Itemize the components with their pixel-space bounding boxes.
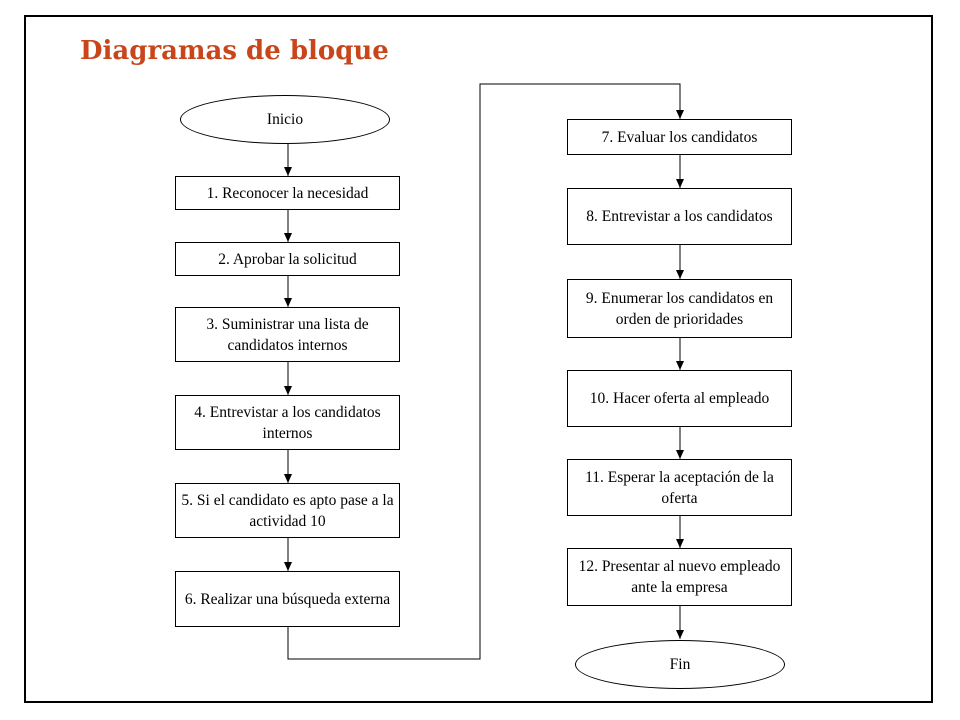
- step-3-box: 3. Suministrar una lista de candidatos i…: [175, 307, 400, 362]
- step-12-box: 12. Presentar al nuevo empleado ante la …: [567, 548, 792, 606]
- slide-frame: [24, 15, 933, 703]
- step-2-box: 2. Aprobar la solicitud: [175, 242, 400, 276]
- step-1-box: 1. Reconocer la necesidad: [175, 176, 400, 210]
- step-4-box: 4. Entrevistar a los candidatos internos: [175, 395, 400, 450]
- step-8-box: 8. Entrevistar a los candidatos: [567, 188, 792, 245]
- end-node: Fin: [575, 640, 785, 689]
- step-7-box: 7. Evaluar los candidatos: [567, 119, 792, 155]
- step-11-box: 11. Esperar la aceptación de la oferta: [567, 459, 792, 516]
- step-9-box: 9. Enumerar los candidatos en orden de p…: [567, 279, 792, 338]
- step-6-box: 6. Realizar una búsqueda externa: [175, 571, 400, 627]
- connector-step-6-to-step-7: [287, 83, 684, 660]
- start-node: Inicio: [180, 95, 390, 144]
- step-10-box: 10. Hacer oferta al empleado: [567, 370, 792, 427]
- step-5-box: 5. Si el candidato es apto pase a la act…: [175, 483, 400, 538]
- slide-title: Diagramas de bloque: [80, 36, 389, 66]
